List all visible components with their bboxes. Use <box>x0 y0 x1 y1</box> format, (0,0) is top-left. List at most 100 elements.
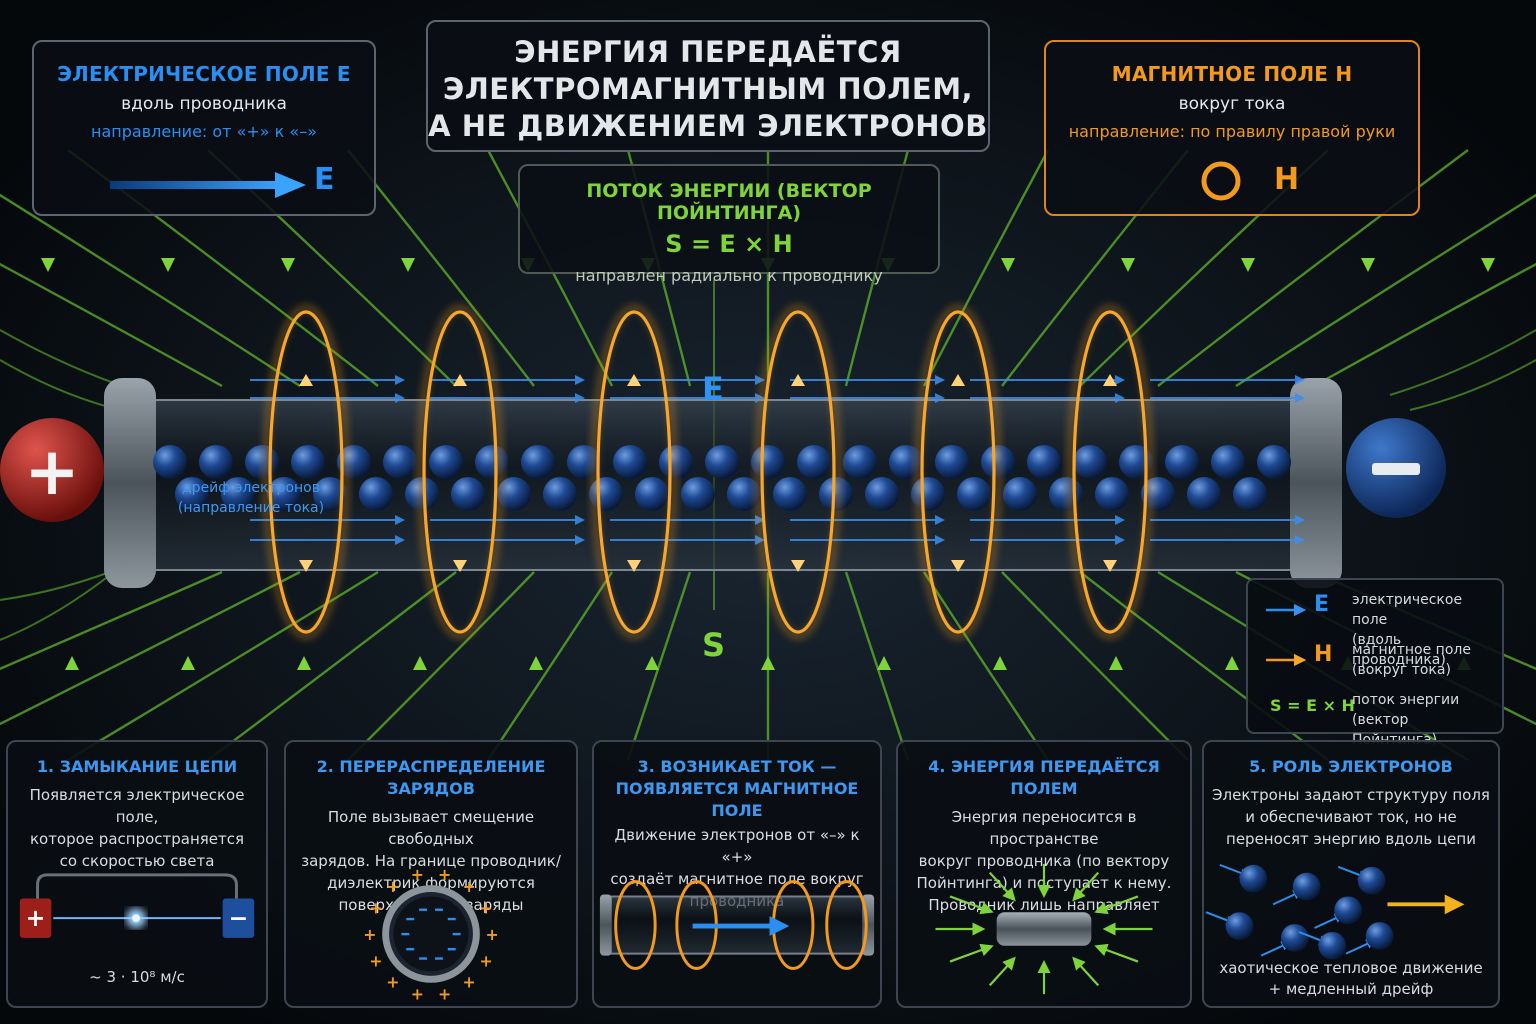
h-direction-arrow-icon <box>791 560 805 572</box>
legend-h-symbol: H <box>1314 642 1333 667</box>
poynting-line-side <box>1389 329 1536 396</box>
electron <box>1211 445 1245 479</box>
electron <box>1318 931 1347 960</box>
poynting-line-bottom <box>922 571 1049 761</box>
left-end-ring <box>104 378 156 588</box>
poynting-line-bottom <box>626 571 692 761</box>
electron <box>199 445 233 479</box>
step-5-line: и обеспечивают ток, но не <box>1245 808 1457 826</box>
legend: E электрическое поле (вдоль проводника) … <box>1246 578 1504 748</box>
step-4-line: Энергия переносится в пространстве <box>951 808 1137 848</box>
poynting-arrow-icon <box>1109 656 1123 670</box>
electron <box>681 477 715 511</box>
h-field-ring <box>422 310 498 634</box>
step-3-title-line: ПОЯВЛЯЕТСЯ МАГНИТНОЕ ПОЛЕ <box>615 779 859 820</box>
poynting-line-side <box>0 574 111 641</box>
poynting-arrow-icon <box>161 258 175 272</box>
step-1-line: Появляется электрическое поле, <box>29 786 245 826</box>
poynting-line-top <box>922 149 1050 387</box>
negative-charge-icon <box>401 932 410 936</box>
plus-symbol: + <box>24 433 79 510</box>
electron <box>935 445 969 479</box>
electron <box>865 477 899 511</box>
h-field-ring <box>920 310 996 634</box>
negative-charge-icon <box>434 908 443 911</box>
electron <box>1027 445 1061 479</box>
step-1-line: которое распространяется <box>29 830 245 848</box>
electron-velocity-arrow-icon <box>1345 939 1377 955</box>
inflow-arrow-icon <box>988 871 1016 902</box>
electric-field-subtitle: вдоль проводника <box>121 94 287 114</box>
poynting-description: направлен радиально к проводнику <box>575 266 883 285</box>
positive-charge-icon: + <box>363 925 376 944</box>
poynting-line-top <box>486 149 614 387</box>
electron-drift-label: дрейф электронов (направление тока) <box>176 478 326 518</box>
legend-item-h: H магнитное поле (вокруг тока) <box>1256 638 1496 682</box>
electron <box>1225 912 1254 940</box>
speed-of-light-note: ~ 3 · 10⁸ м/с <box>89 968 185 986</box>
h-direction-arrow-icon <box>1103 374 1117 386</box>
electron <box>843 445 877 479</box>
positive-charge-icon: + <box>463 877 476 896</box>
poynting-arrow-icon <box>297 656 311 670</box>
e-symbol: E <box>314 162 335 197</box>
poynting-arrow-icon <box>761 656 775 670</box>
current-magnetic-field-illustration <box>599 880 875 970</box>
h-field-glow <box>914 304 1002 640</box>
poynting-arrow-icon <box>1121 258 1135 272</box>
poynting-line-bottom <box>0 570 223 671</box>
electron-velocity-arrow-icon <box>1272 890 1304 906</box>
legend-e-symbol: E <box>1314 592 1330 617</box>
h-field-ring <box>760 310 836 634</box>
positive-charge-icon: + <box>386 973 399 992</box>
electron-velocity-arrow-icon <box>1260 941 1292 957</box>
positive-charge-icon: + <box>438 865 451 884</box>
step-1-title: 1. ЗАМЫКАНИЕ ЦЕПИ <box>36 757 238 776</box>
h-direction-arrow-icon <box>453 374 467 386</box>
main-title-line-3: А НЕ ДВИЖЕНИЕМ ЭЛЕКТРОНОВ <box>428 109 988 143</box>
electron <box>383 445 417 479</box>
negative-charge-icon <box>447 917 456 921</box>
electron <box>797 445 831 479</box>
drift-label-line-2: (направление тока) <box>177 500 325 516</box>
electron <box>175 477 209 511</box>
poynting-line-bottom <box>1001 571 1189 761</box>
step-card-4: 4. ЭНЕРГИЯ ПЕРЕДАЁТСЯ ПОЛЕМ Энергия пере… <box>896 740 1192 1008</box>
positive-charge-icon: + <box>411 984 424 1003</box>
poynting-arrow-icon <box>401 258 415 272</box>
legend-e-line1: электрическое поле <box>1352 592 1463 628</box>
electron-velocity-arrow-icon <box>1314 913 1345 929</box>
electron <box>291 445 325 479</box>
legend-s-symbol: S = E × H <box>1270 696 1355 715</box>
electron <box>1257 445 1291 479</box>
magnetic-field-panel: МАГНИТНОЕ ПОЛЕ H вокруг тока направление… <box>1044 40 1420 216</box>
electron <box>1165 445 1199 479</box>
h-direction-arrow-icon <box>299 560 313 572</box>
h-field-ring <box>1072 310 1148 634</box>
step-4-line: вокруг проводника (по вектору <box>918 852 1170 870</box>
poynting-line-side <box>1409 359 1536 411</box>
electron <box>1365 922 1394 950</box>
h-field-glow <box>754 304 842 640</box>
poynting-arrow-icon <box>281 258 295 272</box>
electron <box>773 477 807 511</box>
inflow-arrow-icon <box>1094 895 1139 915</box>
negative-charge-icon <box>452 932 461 936</box>
inflow-arrow-icon <box>1072 956 1100 987</box>
poynting-panel: ПОТОК ЭНЕРГИИ (ВЕКТОР ПОЙНТИНГА) S = E ×… <box>518 164 940 285</box>
electron <box>153 445 187 479</box>
negative-charge-icon <box>406 948 415 951</box>
h-field-ring <box>268 310 344 634</box>
h-direction-arrow-icon <box>299 374 313 386</box>
poynting-arrow-icon <box>645 656 659 670</box>
electron <box>1049 477 1083 511</box>
h-field-ring <box>596 310 672 634</box>
step-3-title: 3. ВОЗНИКАЕТ ТОК — ПОЯВЛЯЕТСЯ МАГНИТНОЕ … <box>594 756 880 822</box>
step-2-title: 2. ПЕРЕРАСПРЕДЕЛЕНИЕ ЗАРЯДОВ <box>316 757 546 798</box>
h-direction-arrow-icon <box>627 374 641 386</box>
poynting-line-bottom <box>487 571 614 761</box>
electric-field-direction: направление: от «+» к «–» <box>91 122 317 141</box>
electron <box>313 477 347 511</box>
electron <box>221 477 255 511</box>
